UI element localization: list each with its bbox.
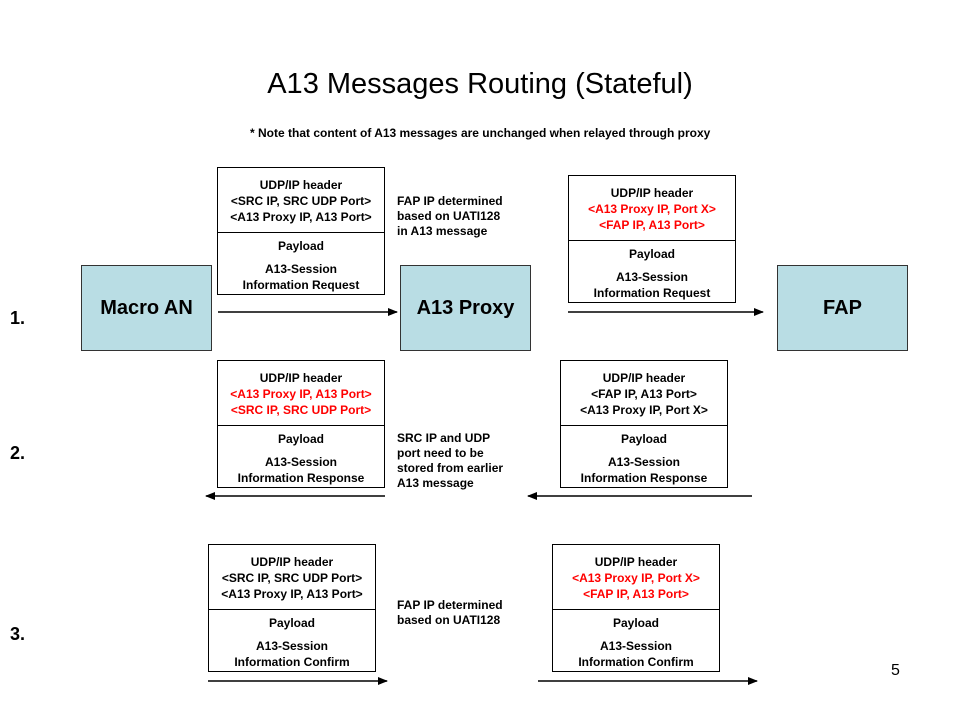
annotation-line: stored from earlier — [397, 461, 504, 475]
header-line-1: <SRC IP, SRC UDP Port> — [221, 571, 363, 585]
row-number-1: 1. — [10, 308, 26, 328]
header-label: UDP/IP header — [250, 555, 334, 569]
payload-section: Payload A13-Session Information Request — [218, 233, 384, 293]
row-number-2: 2. — [10, 443, 26, 463]
header-line-2: <A13 Proxy IP, Port X> — [580, 403, 708, 417]
payload-label: Payload — [612, 616, 660, 630]
udp-header: UDP/IP header <A13 Proxy IP, A13 Port> <… — [218, 361, 384, 426]
udp-header: UDP/IP header <A13 Proxy IP, Port X> <FA… — [553, 545, 719, 610]
annotation-fap-ip-determined: FAP IP determined based on UATI128 in A1… — [397, 194, 503, 239]
payload-line-1: A13-Session — [615, 270, 689, 284]
message-box-r2-left: UDP/IP header <A13 Proxy IP, A13 Port> <… — [217, 360, 385, 488]
row-number-3: 3. — [10, 624, 26, 644]
node-label: Macro AN — [100, 296, 193, 319]
message-box-r2-right: UDP/IP header <FAP IP, A13 Port> <A13 Pr… — [560, 360, 728, 488]
payload-line-1: A13-Session — [599, 639, 673, 653]
header-line-2: <FAP IP, A13 Port> — [599, 218, 705, 232]
node-label: FAP — [823, 296, 862, 319]
header-line-1: <SRC IP, SRC UDP Port> — [230, 194, 372, 208]
payload-line-2: Information Response — [580, 471, 708, 485]
message-box-r1-right: UDP/IP header <A13 Proxy IP, Port X> <FA… — [568, 175, 736, 303]
payload-section: Payload A13-Session Information Confirm — [553, 610, 719, 670]
header-line-1: <A13 Proxy IP, A13 Port> — [230, 387, 372, 401]
annotation-line: in A13 message — [397, 224, 488, 238]
payload-line-1: A13-Session — [607, 455, 681, 469]
payload-section: Payload A13-Session Information Response — [218, 426, 384, 486]
payload-section: Payload A13-Session Information Response — [561, 426, 727, 486]
payload-line-2: Information Response — [237, 471, 365, 485]
payload-label: Payload — [277, 239, 325, 253]
node-macro-an: Macro AN — [81, 265, 212, 351]
annotation-line: A13 message — [397, 476, 474, 490]
note-text: * Note that content of A13 messages are … — [250, 126, 711, 140]
node-label: A13 Proxy — [416, 296, 515, 319]
header-line-1: <FAP IP, A13 Port> — [591, 387, 697, 401]
udp-header: UDP/IP header <FAP IP, A13 Port> <A13 Pr… — [561, 361, 727, 426]
message-box-r1-left: UDP/IP header <SRC IP, SRC UDP Port> <A1… — [217, 167, 385, 295]
message-box-r3-right: UDP/IP header <A13 Proxy IP, Port X> <FA… — [552, 544, 720, 672]
annotation-line: based on UATI128 — [397, 613, 501, 627]
page-number: 5 — [891, 662, 900, 679]
payload-label: Payload — [268, 616, 316, 630]
udp-header: UDP/IP header <SRC IP, SRC UDP Port> <A1… — [209, 545, 375, 610]
header-line-1: <A13 Proxy IP, Port X> — [588, 202, 716, 216]
header-line-1: <A13 Proxy IP, Port X> — [572, 571, 700, 585]
payload-line-2: Information Confirm — [234, 655, 350, 669]
payload-line-2: Information Confirm — [578, 655, 694, 669]
udp-header: UDP/IP header <SRC IP, SRC UDP Port> <A1… — [218, 168, 384, 233]
message-box-r3-left: UDP/IP header <SRC IP, SRC UDP Port> <A1… — [208, 544, 376, 672]
payload-section: Payload A13-Session Information Confirm — [209, 610, 375, 670]
page-title: A13 Messages Routing (Stateful) — [267, 68, 693, 100]
annotation-src-ip-stored: SRC IP and UDP port need to be stored fr… — [397, 431, 503, 491]
header-label: UDP/IP header — [594, 555, 678, 569]
header-label: UDP/IP header — [259, 178, 343, 192]
payload-line-2: Information Request — [242, 278, 360, 292]
header-line-2: <SRC IP, SRC UDP Port> — [230, 403, 372, 417]
node-fap: FAP — [777, 265, 908, 351]
payload-line-1: A13-Session — [255, 639, 329, 653]
annotation-fap-ip-uati: FAP IP determined based on UATI128 — [397, 598, 503, 628]
annotation-line: FAP IP determined — [397, 598, 503, 612]
payload-label: Payload — [277, 432, 325, 446]
header-line-2: <A13 Proxy IP, A13 Port> — [221, 587, 363, 601]
header-label: UDP/IP header — [602, 371, 686, 385]
payload-line-1: A13-Session — [264, 262, 338, 276]
header-label: UDP/IP header — [610, 186, 694, 200]
annotation-line: port need to be — [397, 446, 484, 460]
udp-header: UDP/IP header <A13 Proxy IP, Port X> <FA… — [569, 176, 735, 241]
annotation-line: FAP IP determined — [397, 194, 503, 208]
payload-label: Payload — [620, 432, 668, 446]
header-line-2: <A13 Proxy IP, A13 Port> — [230, 210, 372, 224]
annotation-line: SRC IP and UDP — [397, 431, 491, 445]
header-line-2: <FAP IP, A13 Port> — [583, 587, 689, 601]
payload-section: Payload A13-Session Information Request — [569, 241, 735, 301]
header-label: UDP/IP header — [259, 371, 343, 385]
node-a13-proxy: A13 Proxy — [400, 265, 531, 351]
payload-line-2: Information Request — [593, 286, 711, 300]
payload-line-1: A13-Session — [264, 455, 338, 469]
payload-label: Payload — [628, 247, 676, 261]
annotation-line: based on UATI128 — [397, 209, 501, 223]
